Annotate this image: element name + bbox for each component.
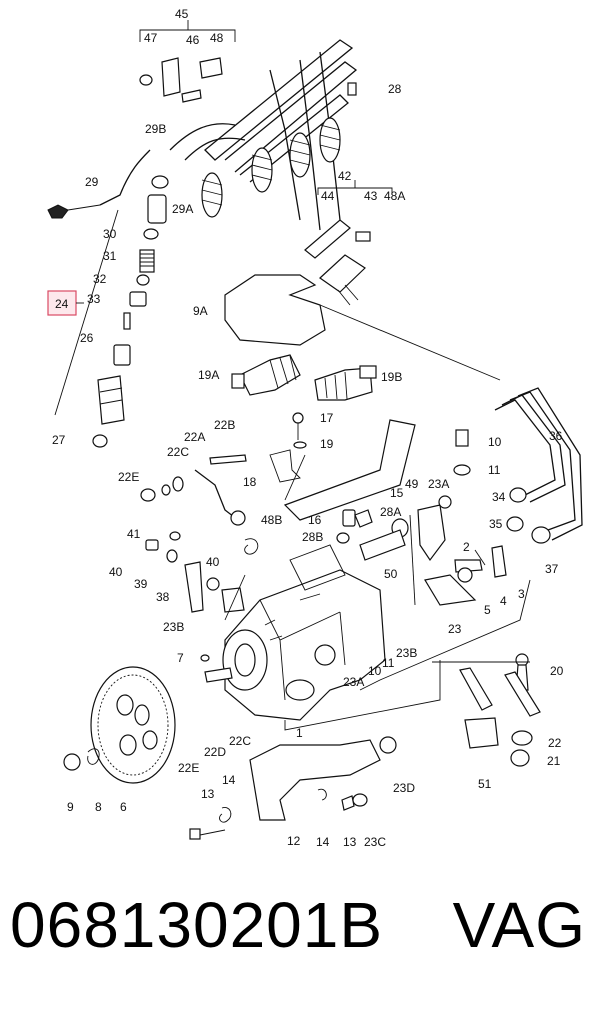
label-16: 16 xyxy=(308,513,322,527)
label-13-left: 13 xyxy=(201,787,215,801)
label-40-mid: 40 xyxy=(206,555,220,569)
cover-9A xyxy=(224,274,501,381)
support-bracket-12 xyxy=(189,736,397,840)
label-29B: 29B xyxy=(145,122,166,136)
label-20: 20 xyxy=(550,664,564,678)
bracket-42 xyxy=(304,180,393,306)
label-22: 22 xyxy=(548,736,562,750)
label-27: 27 xyxy=(52,433,66,447)
label-28: 28 xyxy=(388,82,402,96)
label-23: 23 xyxy=(448,622,462,636)
leader-lines xyxy=(224,454,531,731)
label-38: 38 xyxy=(156,590,170,604)
solenoid-19A xyxy=(231,354,301,396)
label-33: 33 xyxy=(87,292,101,306)
label-23A-top: 23A xyxy=(428,477,449,491)
left-cluster xyxy=(140,454,259,613)
label-34: 34 xyxy=(492,490,506,504)
label-30: 30 xyxy=(103,227,117,241)
label-19B: 19B xyxy=(381,370,402,384)
label-14-left: 14 xyxy=(222,773,236,787)
label-10-top: 10 xyxy=(488,435,502,449)
label-19A: 19A xyxy=(198,368,219,382)
label-22B: 22B xyxy=(214,418,235,432)
label-22E: 22E xyxy=(118,470,139,484)
label-3: 3 xyxy=(518,587,525,601)
solenoid-19B xyxy=(314,365,377,401)
label-21: 21 xyxy=(547,754,561,768)
label-23C: 23C xyxy=(364,835,386,849)
label-36: 36 xyxy=(549,429,563,443)
label-10: 10 xyxy=(368,664,382,678)
label-2: 2 xyxy=(463,540,470,554)
label-46: 46 xyxy=(186,33,200,47)
linkage-15 xyxy=(269,412,416,544)
label-14: 14 xyxy=(316,835,330,849)
label-5: 5 xyxy=(484,603,491,617)
label-18: 18 xyxy=(243,475,257,489)
right-small-parts xyxy=(432,653,541,767)
label-28B: 28B xyxy=(302,530,323,544)
label-44: 44 xyxy=(321,189,335,203)
label-23B-left: 23B xyxy=(163,620,184,634)
label-35: 35 xyxy=(489,517,503,531)
label-15: 15 xyxy=(390,486,404,500)
exploded-parts-diagram: 45 47 46 48 28 29B 29 29A 30 31 32 33 26… xyxy=(47,7,583,849)
label-22E-low: 22E xyxy=(178,761,199,775)
label-8: 8 xyxy=(95,800,102,814)
label-32: 32 xyxy=(93,272,107,286)
label-12: 12 xyxy=(287,834,301,848)
label-22D: 22D xyxy=(204,745,226,759)
brand-label: VAG xyxy=(452,889,586,961)
label-29A: 29A xyxy=(172,202,193,216)
label-22A: 22A xyxy=(184,430,205,444)
small-parts-2-5 xyxy=(424,545,507,606)
label-49: 49 xyxy=(405,477,419,491)
label-43: 43 xyxy=(364,189,378,203)
label-48B: 48B xyxy=(261,513,282,527)
label-13: 13 xyxy=(343,835,357,849)
label-29: 29 xyxy=(85,175,99,189)
label-23A: 23A xyxy=(343,675,364,689)
label-50: 50 xyxy=(384,567,398,581)
label-1: 1 xyxy=(296,726,303,740)
highlight-label: 24 xyxy=(55,297,69,311)
label-11: 11 xyxy=(382,656,395,670)
injector-nozzles xyxy=(201,117,341,218)
label-9: 9 xyxy=(67,800,74,814)
label-28A: 28A xyxy=(380,505,401,519)
label-45: 45 xyxy=(175,7,189,21)
label-41: 41 xyxy=(127,527,141,541)
label-47: 47 xyxy=(144,31,158,45)
highlight-part-24[interactable]: 24 xyxy=(47,290,84,316)
injection-pump-body xyxy=(200,544,386,721)
part-number: 068130201B xyxy=(10,889,384,961)
label-48: 48 xyxy=(210,31,224,45)
toothed-pulley-6 xyxy=(63,666,176,784)
label-40-left: 40 xyxy=(109,565,123,579)
label-51: 51 xyxy=(478,777,492,791)
label-6: 6 xyxy=(120,800,127,814)
label-22C-low: 22C xyxy=(229,734,251,748)
label-23D: 23D xyxy=(393,781,415,795)
pressure-lines-right xyxy=(453,387,583,544)
label-39: 39 xyxy=(134,577,148,591)
label-11-top: 11 xyxy=(488,463,501,477)
label-31: 31 xyxy=(103,249,117,263)
label-9A: 9A xyxy=(193,304,208,318)
label-22C: 22C xyxy=(167,445,189,459)
label-4: 4 xyxy=(500,594,507,608)
clamp-set-45 xyxy=(139,20,357,103)
label-48A: 48A xyxy=(384,189,405,203)
label-42: 42 xyxy=(338,169,352,183)
fitting-28A xyxy=(354,495,452,606)
label-17: 17 xyxy=(320,411,334,425)
label-37: 37 xyxy=(545,562,559,576)
callout-labels: 45 47 46 48 28 29B 29 29A 30 31 32 33 26… xyxy=(52,7,564,849)
label-7: 7 xyxy=(177,651,184,665)
label-23B: 23B xyxy=(396,646,417,660)
injector-column-left xyxy=(47,149,169,448)
label-26: 26 xyxy=(80,331,94,345)
label-19: 19 xyxy=(320,437,334,451)
